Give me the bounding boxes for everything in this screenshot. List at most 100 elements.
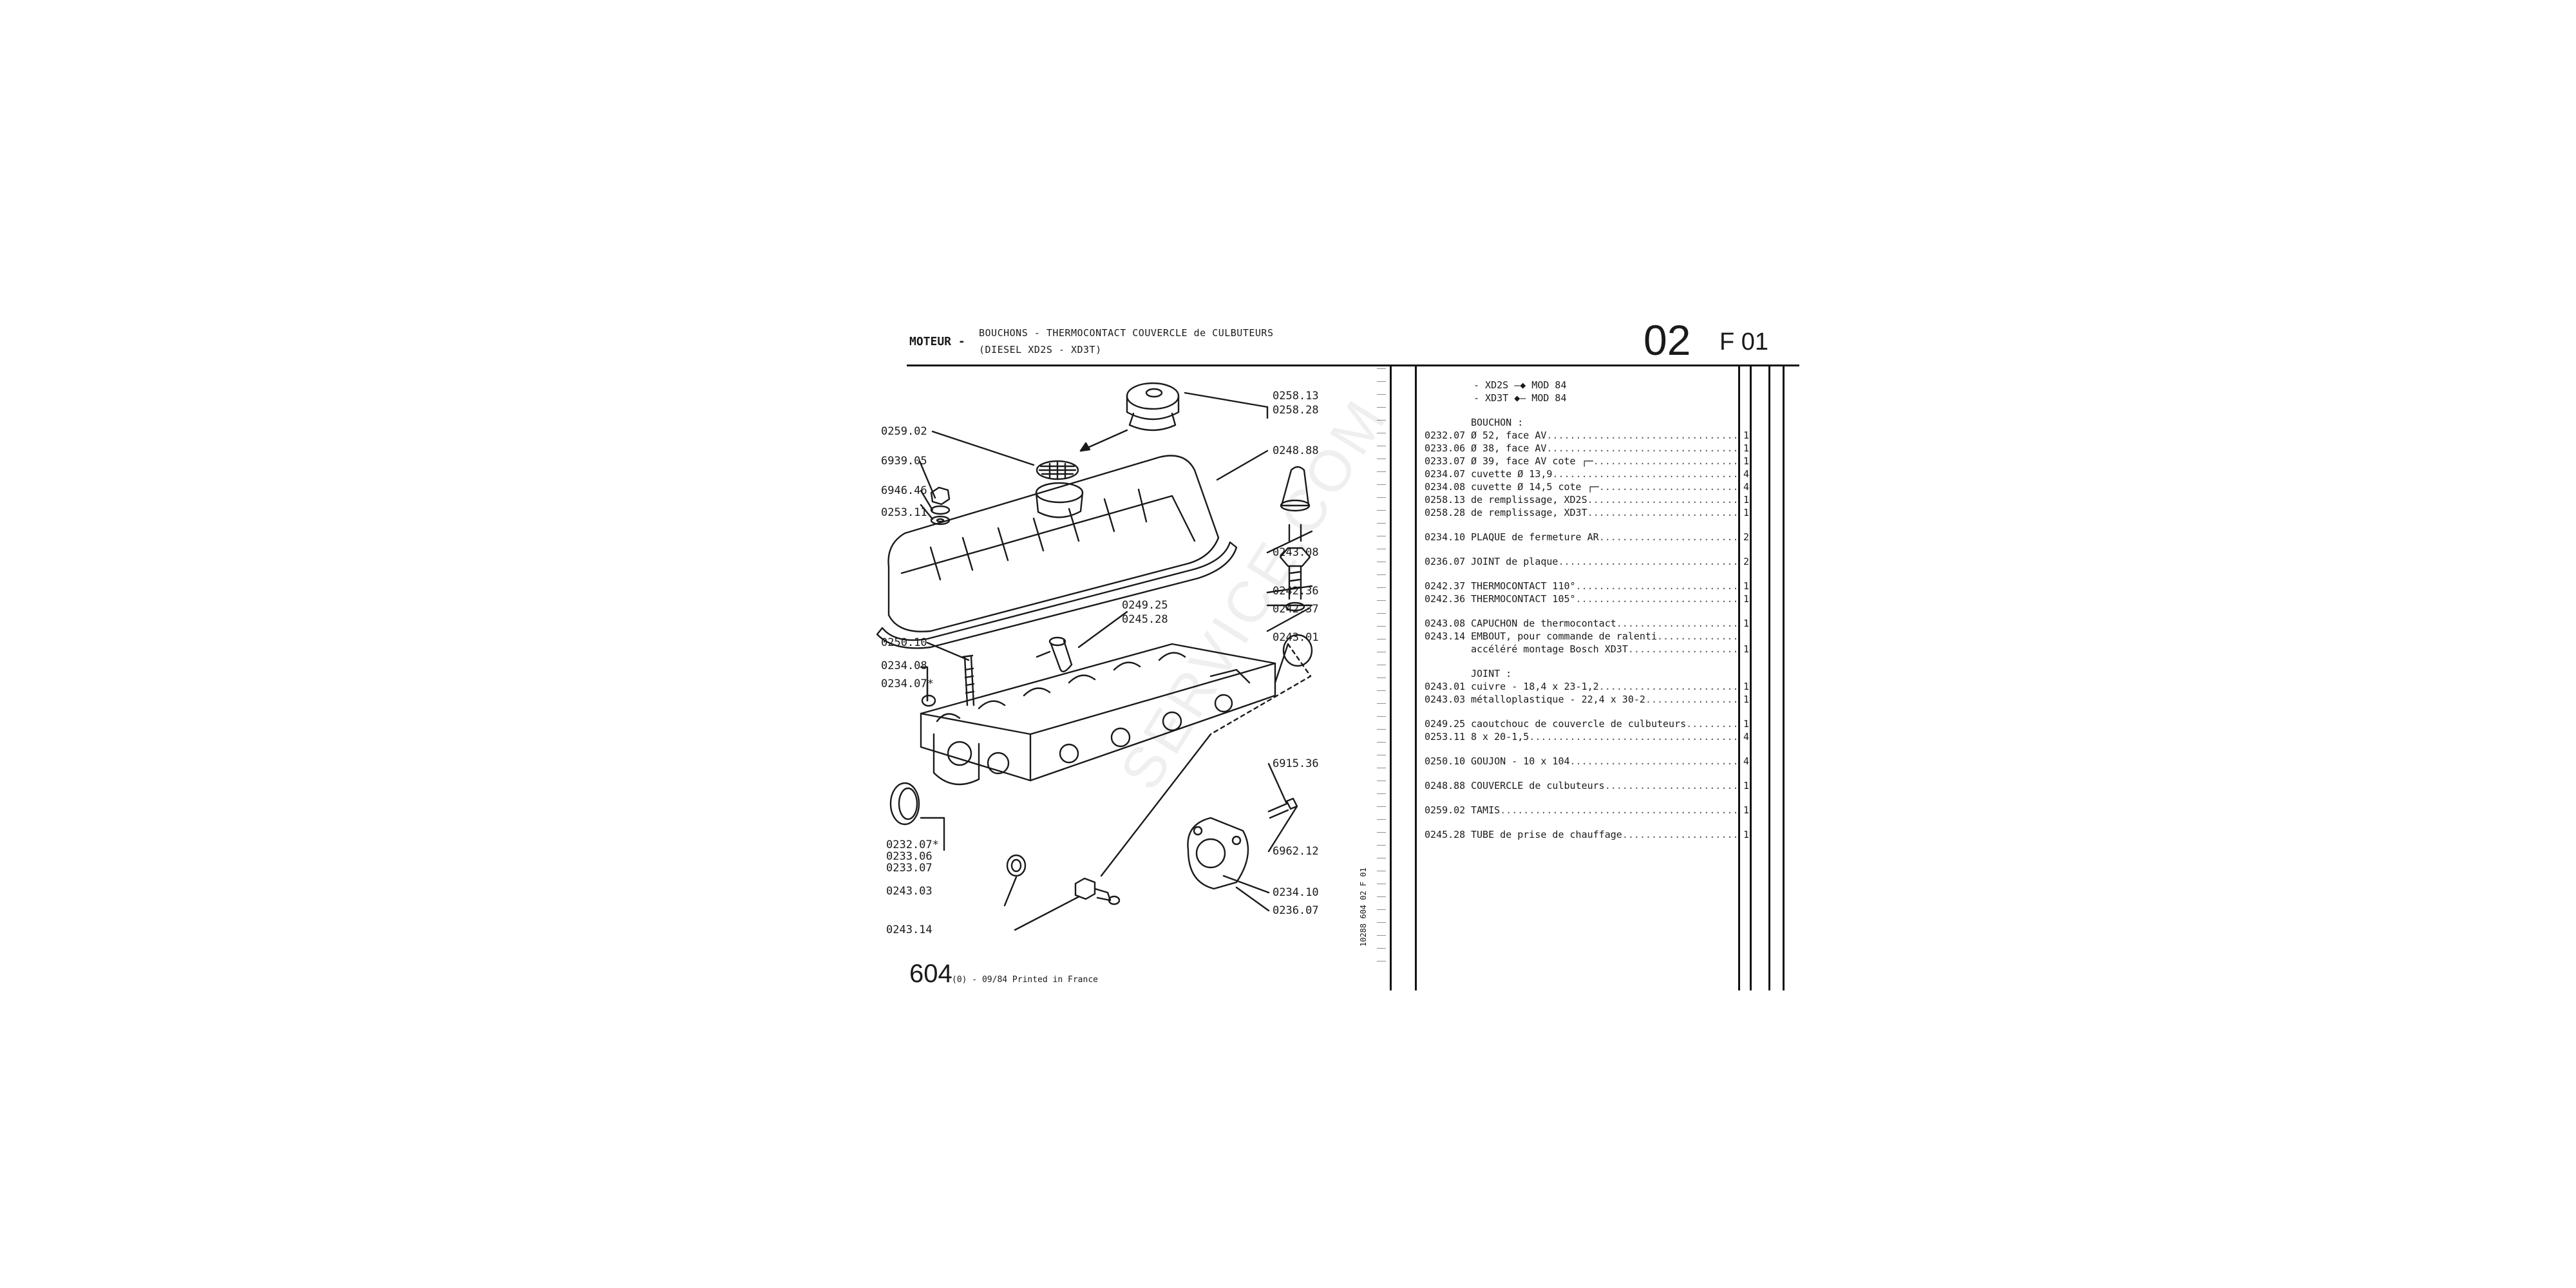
part-number: [1425, 643, 1471, 656]
part-description-text: TAMIS: [1471, 804, 1501, 816]
part-quantity: 1: [1743, 718, 1749, 730]
part-number: 0258.13: [1425, 494, 1466, 506]
part-quantity: 1: [1743, 507, 1749, 518]
header-rule: [907, 365, 1799, 366]
group-number: 02: [1643, 316, 1691, 364]
list-spacer: [1425, 544, 1749, 555]
strainer-drawing: [1036, 460, 1079, 480]
part-number: 0236.07: [1425, 556, 1466, 567]
part-description: COUVERCLE de culbuteurs.................…: [1471, 779, 1740, 792]
leader-dots: ........................................…: [1645, 694, 1740, 705]
callout-label: 0236.07: [1273, 904, 1319, 917]
tick-scale: [1377, 368, 1386, 967]
part-quantity: 1: [1743, 430, 1749, 441]
part-quantity: 2: [1743, 531, 1749, 543]
callout-label: 0243.03: [886, 885, 933, 898]
part-number: 0243.08: [1425, 618, 1466, 629]
qty-column-rule-2: [1750, 365, 1752, 990]
list-spacer: [1425, 519, 1749, 531]
list-spacer: [1425, 605, 1749, 617]
leader-dots: ........................................…: [1529, 731, 1740, 743]
part-description: Ø 38, face AV...........................…: [1471, 442, 1740, 455]
page-subtitle: (DIESEL XD2S - XD3T): [979, 344, 1102, 355]
callout-label: 0258.28: [1273, 404, 1319, 417]
part-description: Ø 52, face AV...........................…: [1471, 429, 1740, 442]
leader-dots: ........................................…: [1598, 531, 1740, 543]
callout-label: 0259.02: [881, 425, 927, 438]
leader-dots: ........................................…: [1587, 494, 1740, 506]
part-description-text: de remplissage, XD2S: [1471, 494, 1587, 506]
list-item: accéléré montage Bosch XD3T.............…: [1425, 643, 1749, 656]
callout-label: 0258.13: [1273, 390, 1319, 402]
part-description-text: TUBE de prise de chauffage: [1471, 829, 1622, 840]
part-description: JOINT de plaque.........................…: [1471, 555, 1740, 568]
leader-dots: ........................................…: [1552, 468, 1740, 480]
list-item: 0243.01 cuivre - 18,4 x 23-1,2..........…: [1425, 680, 1749, 693]
plate-code: F 01: [1719, 328, 1769, 355]
part-quantity: 1: [1743, 780, 1749, 791]
part-description-text: de remplissage, XD3T: [1471, 507, 1587, 518]
part-description-text: THERMOCONTACT 105°: [1471, 593, 1576, 605]
part-number: 0234.08: [1425, 481, 1466, 493]
list-item: 0248.88 COUVERCLE de culbuteurs..........…: [1425, 779, 1749, 792]
part-number: 0248.88: [1425, 780, 1466, 791]
applicability-line: - XD2S —◆ MOD 84: [1473, 379, 1567, 391]
list-spacer: [1425, 768, 1749, 779]
qty-column-rule-1: [1738, 365, 1740, 990]
callout-label: 0250.10: [881, 636, 927, 649]
part-number: 0233.07: [1425, 455, 1466, 467]
part-number: 0243.03: [1425, 694, 1466, 705]
list-item: 0232.07 Ø 52, face AV...................…: [1425, 429, 1749, 442]
part-description-text: GOUJON - 10 x 104: [1471, 755, 1570, 767]
part-description: THERMOCONTACT 110°......................…: [1471, 580, 1740, 592]
callout-label: 0233.07: [886, 862, 933, 875]
part-quantity: 1: [1743, 618, 1749, 629]
list-item: 0253.11 8 x 20-1,5......................…: [1425, 730, 1749, 743]
callout-label: 0253.11: [881, 506, 927, 519]
part-description-text: cuivre - 18,4 x 23-1,2: [1471, 681, 1599, 692]
callout-label: 6962.12: [1273, 845, 1319, 858]
part-description-text: Ø 38, face AV: [1471, 442, 1547, 454]
divider-left-of-list: [1415, 365, 1417, 990]
list-item: 0258.28 de remplissage, XD3T............…: [1425, 506, 1749, 519]
print-info: (0) - 09/84 Printed in France: [952, 975, 1098, 985]
part-quantity: 1: [1743, 494, 1749, 506]
list-item: 0249.25 caoutchouc de couvercle de culbu…: [1425, 717, 1749, 730]
end-plate-drawing: [1187, 817, 1249, 890]
part-description-text: COUVERCLE de culbuteurs: [1471, 780, 1605, 791]
leader-dots: ........................................…: [1587, 507, 1740, 518]
seal-ring-drawing: [1006, 854, 1027, 877]
part-description: PLAQUE de fermeture AR..................…: [1471, 531, 1740, 544]
part-number: 0232.07: [1425, 430, 1466, 441]
part-description: TAMIS...................................…: [1471, 804, 1740, 817]
list-spacer: [1425, 404, 1749, 416]
part-quantity: 1: [1743, 580, 1749, 592]
part-number: 0242.36: [1425, 593, 1466, 605]
stud-drawing: [961, 654, 975, 706]
part-number: 0258.28: [1425, 507, 1466, 518]
part-description-text: Ø 39, face AV cote ┌─: [1471, 455, 1593, 467]
callout-label: 6939.05: [881, 455, 927, 468]
divider-diagram-list: [1390, 365, 1392, 990]
list-item: 0234.07 cuvette Ø 13,9..................…: [1425, 468, 1749, 480]
part-description: cuivre - 18,4 x 23-1,2..................…: [1471, 680, 1740, 693]
part-number: 0259.02: [1425, 804, 1466, 816]
callout-label: 0234.07*: [881, 677, 934, 690]
part-description-text: CAPUCHON de thermocontact: [1471, 618, 1616, 629]
cover-gasket-drawing: [876, 541, 1238, 649]
rocker-cover-drawing: [887, 455, 1220, 632]
part-description-text: caoutchouc de couvercle de culbuteurs: [1471, 718, 1687, 730]
callout-label: 0242.37: [1273, 603, 1319, 616]
part-number: 0243.01: [1425, 681, 1466, 692]
part-description-text: Ø 52, face AV: [1471, 430, 1547, 441]
part-number: 0243.14: [1425, 630, 1466, 642]
leader-dots: ........................................…: [1686, 718, 1740, 730]
bolt-drawing: [1267, 797, 1298, 819]
part-description-text: accéléré montage Bosch XD3T: [1471, 643, 1628, 655]
